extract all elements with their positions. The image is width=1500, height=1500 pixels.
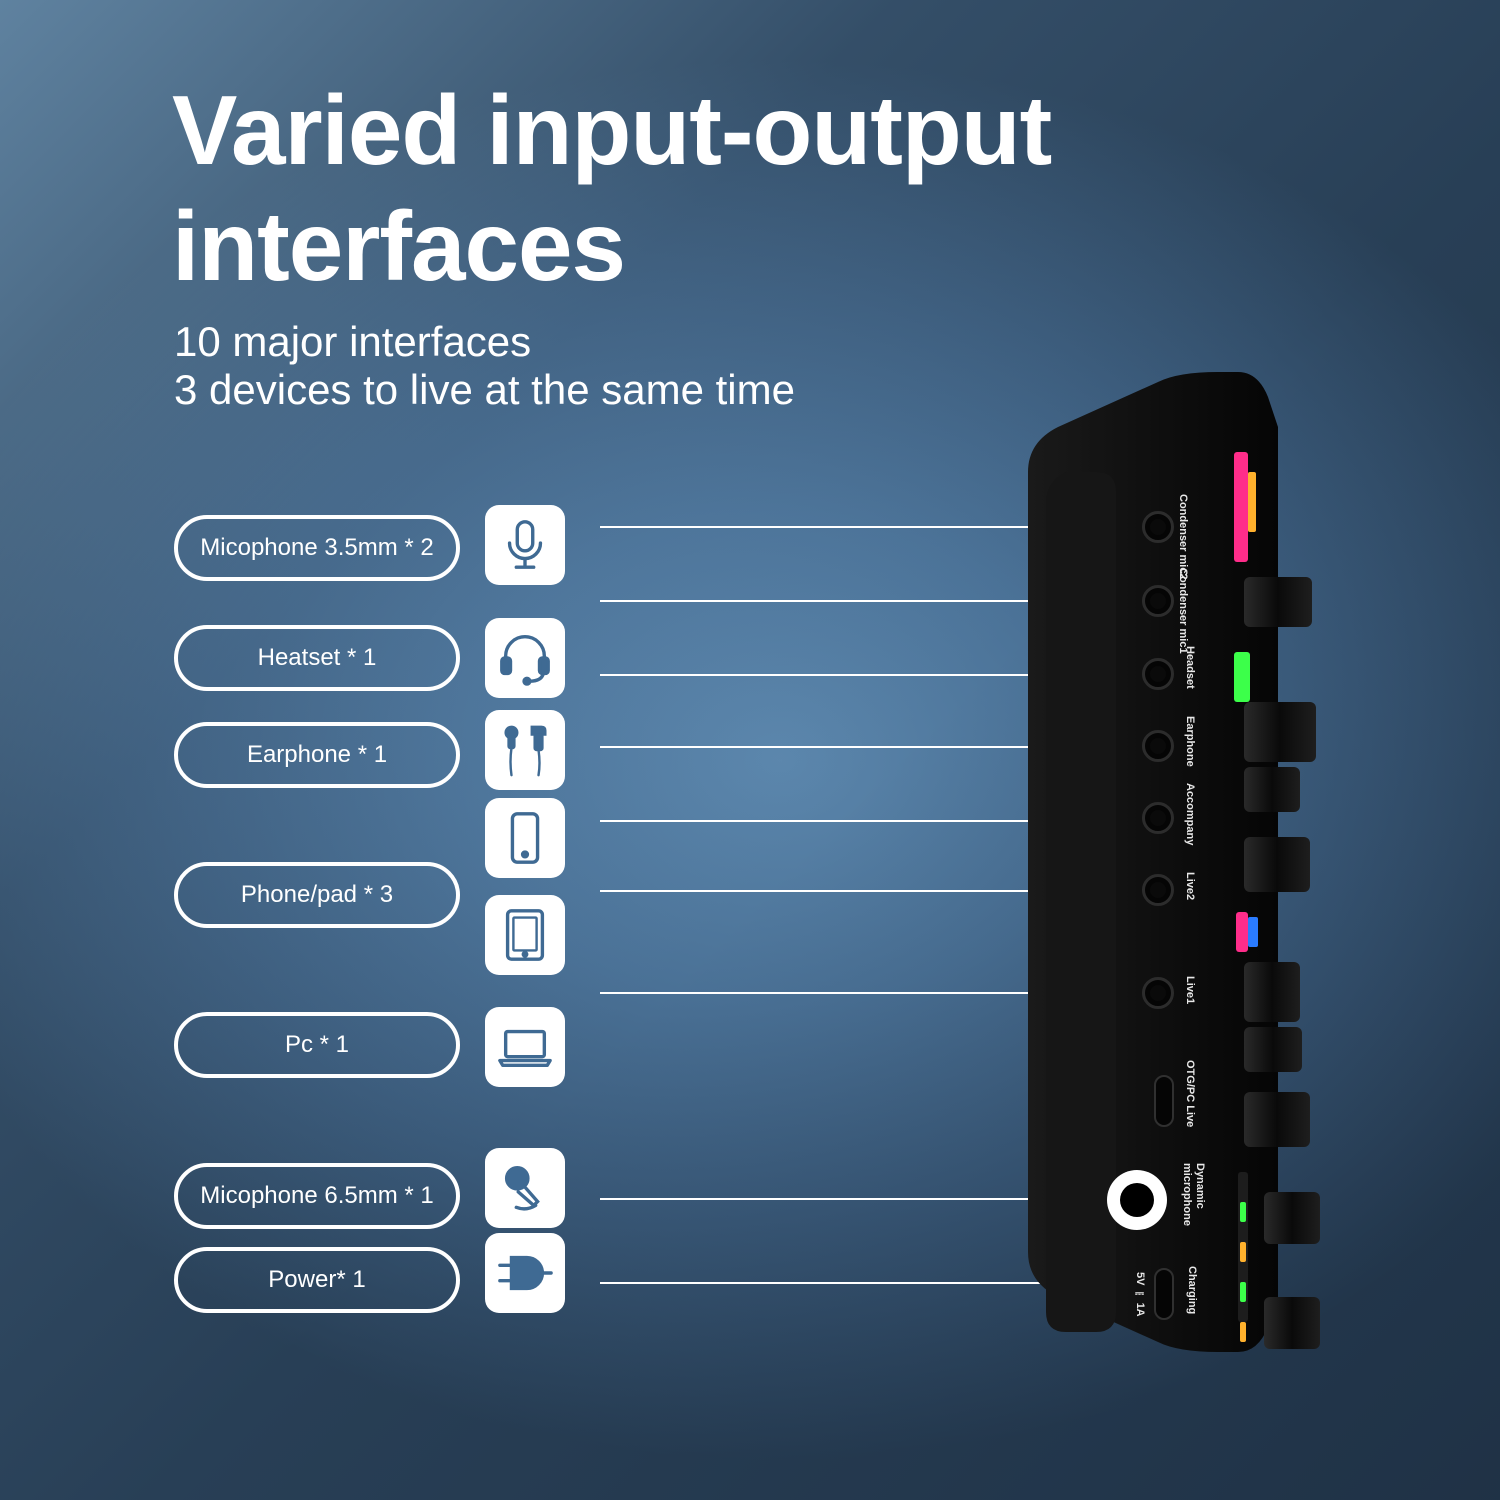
power-plug-icon (485, 1233, 565, 1313)
interface-pill-earphone: Earphone * 1 (174, 722, 460, 788)
tablet-icon (485, 895, 565, 975)
port-live1 (1142, 977, 1174, 1009)
connector-line-mic2 (600, 526, 1128, 528)
label-live1: Live1 (1184, 976, 1196, 1005)
connector-line-mic1 (600, 600, 1128, 602)
phone-icon (485, 798, 565, 878)
subtitle: 10 major interfaces 3 devices to live at… (174, 318, 795, 414)
earphone-icon (485, 710, 565, 790)
label-charging: Charging (1186, 1266, 1198, 1315)
interface-pill-headset: Heatset * 1 (174, 625, 460, 691)
port-condenser-mic1 (1142, 585, 1174, 617)
port-charging-usb-c (1154, 1268, 1174, 1320)
label-earphone: Earphone (1184, 716, 1196, 767)
label-headset: Headset (1184, 646, 1196, 689)
interface-pill-power: Power* 1 (174, 1247, 460, 1313)
port-dynamic-microphone (1107, 1170, 1167, 1230)
headset-icon (485, 618, 565, 698)
label-live2: Live2 (1184, 872, 1196, 901)
label-accompany: Accompany (1184, 783, 1196, 846)
interface-pill-mic-65: Micophone 6.5mm * 1 (174, 1163, 460, 1229)
label-dynamic-microphone: Dynamic microphone (1181, 1163, 1206, 1226)
connector-line-live2 (600, 890, 1128, 892)
label-otg-pc-live: OTG/PC Live (1184, 1060, 1196, 1128)
label-power-rating: 5V ⎓ 1A (1134, 1272, 1146, 1317)
laptop-icon (485, 1007, 565, 1087)
connector-line-earphone (600, 746, 1128, 748)
microphone-icon (485, 505, 565, 585)
interface-pill-pc: Pc * 1 (174, 1012, 460, 1078)
label-condenser-mic1: Condenser mic1 (1177, 568, 1189, 654)
connector-line-dynamic-mic (600, 1198, 1128, 1200)
connector-line-charging (600, 1282, 1128, 1284)
subtitle-line-1: 10 major interfaces (174, 318, 532, 365)
port-condenser-mic2 (1142, 511, 1174, 543)
handheld-microphone-icon (485, 1148, 565, 1228)
connector-line-live1 (600, 992, 1128, 994)
interface-pill-mic-35: Micophone 3.5mm * 2 (174, 515, 460, 581)
interface-pill-phone-pad: Phone/pad * 3 (174, 862, 460, 928)
connector-line-headset (600, 674, 1128, 676)
port-headset (1142, 658, 1174, 690)
port-earphone (1142, 730, 1174, 762)
port-live2 (1142, 874, 1174, 906)
port-accompany (1142, 802, 1174, 834)
page-title: Varied input-output interfaces (172, 75, 1052, 301)
subtitle-line-2: 3 devices to live at the same time (174, 366, 795, 413)
port-otg-usb-c (1154, 1075, 1174, 1127)
label-condenser-mic2: Condenser mic2 (1177, 494, 1189, 580)
sound-card-device (1028, 372, 1320, 1352)
connector-line-accompany (600, 820, 1128, 822)
